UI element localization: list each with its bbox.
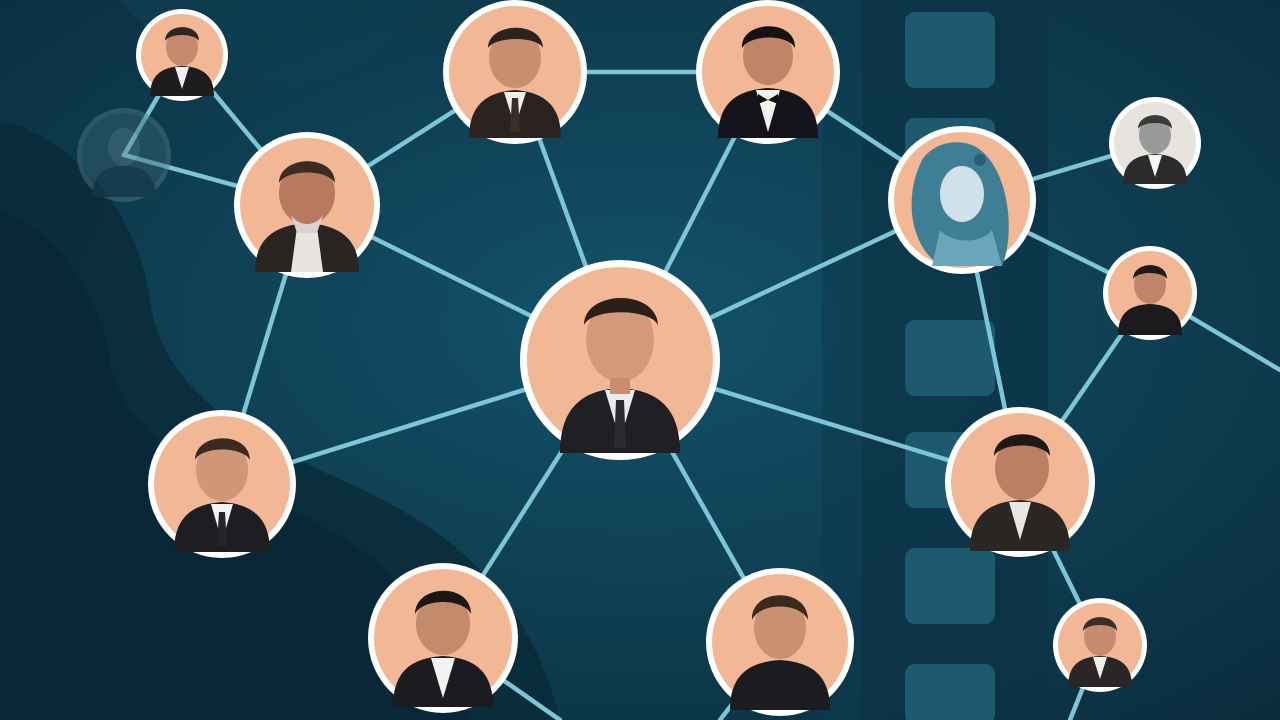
node-portrait-far-right-top[interactable] — [1109, 97, 1201, 189]
portrait-person-icon — [92, 128, 156, 197]
film-strip — [822, 0, 1048, 720]
portrait-person-icon — [174, 438, 270, 552]
node-portrait-center[interactable] — [520, 260, 720, 460]
node-portrait-bottom-left[interactable] — [368, 563, 518, 713]
node-portrait-left-lower[interactable] — [148, 410, 296, 558]
node-portrait-top-far-left[interactable] — [136, 9, 228, 101]
node-portrait-left[interactable] — [234, 132, 380, 278]
portrait-person-icon — [911, 142, 1009, 266]
portrait-person-icon — [150, 27, 214, 96]
portrait-person-icon — [255, 161, 359, 272]
portrait-person-icon — [730, 595, 830, 710]
node-portrait-far-right-mid[interactable] — [1103, 246, 1197, 340]
portrait-person-icon — [718, 26, 818, 138]
graph-nodes — [77, 0, 1201, 716]
background-wave-mid — [0, 210, 470, 720]
portrait-person-icon — [1068, 617, 1132, 687]
portrait-person-icon — [1123, 115, 1187, 184]
portrait-person-icon — [560, 297, 680, 453]
node-portrait-top-left[interactable] — [443, 0, 587, 144]
portrait-person-icon — [1118, 265, 1182, 335]
node-portrait-bottom-right[interactable] — [706, 568, 854, 716]
portrait-person-icon — [970, 434, 1070, 551]
node-portrait-faded-left[interactable] — [77, 108, 171, 202]
node-portrait-right-woman[interactable] — [888, 126, 1036, 274]
portrait-person-icon — [469, 27, 561, 138]
node-portrait-right-lower[interactable] — [945, 407, 1095, 557]
node-portrait-top-right[interactable] — [696, 0, 840, 144]
node-portrait-far-right-bottom[interactable] — [1053, 598, 1147, 692]
portrait-person-icon — [393, 590, 493, 707]
